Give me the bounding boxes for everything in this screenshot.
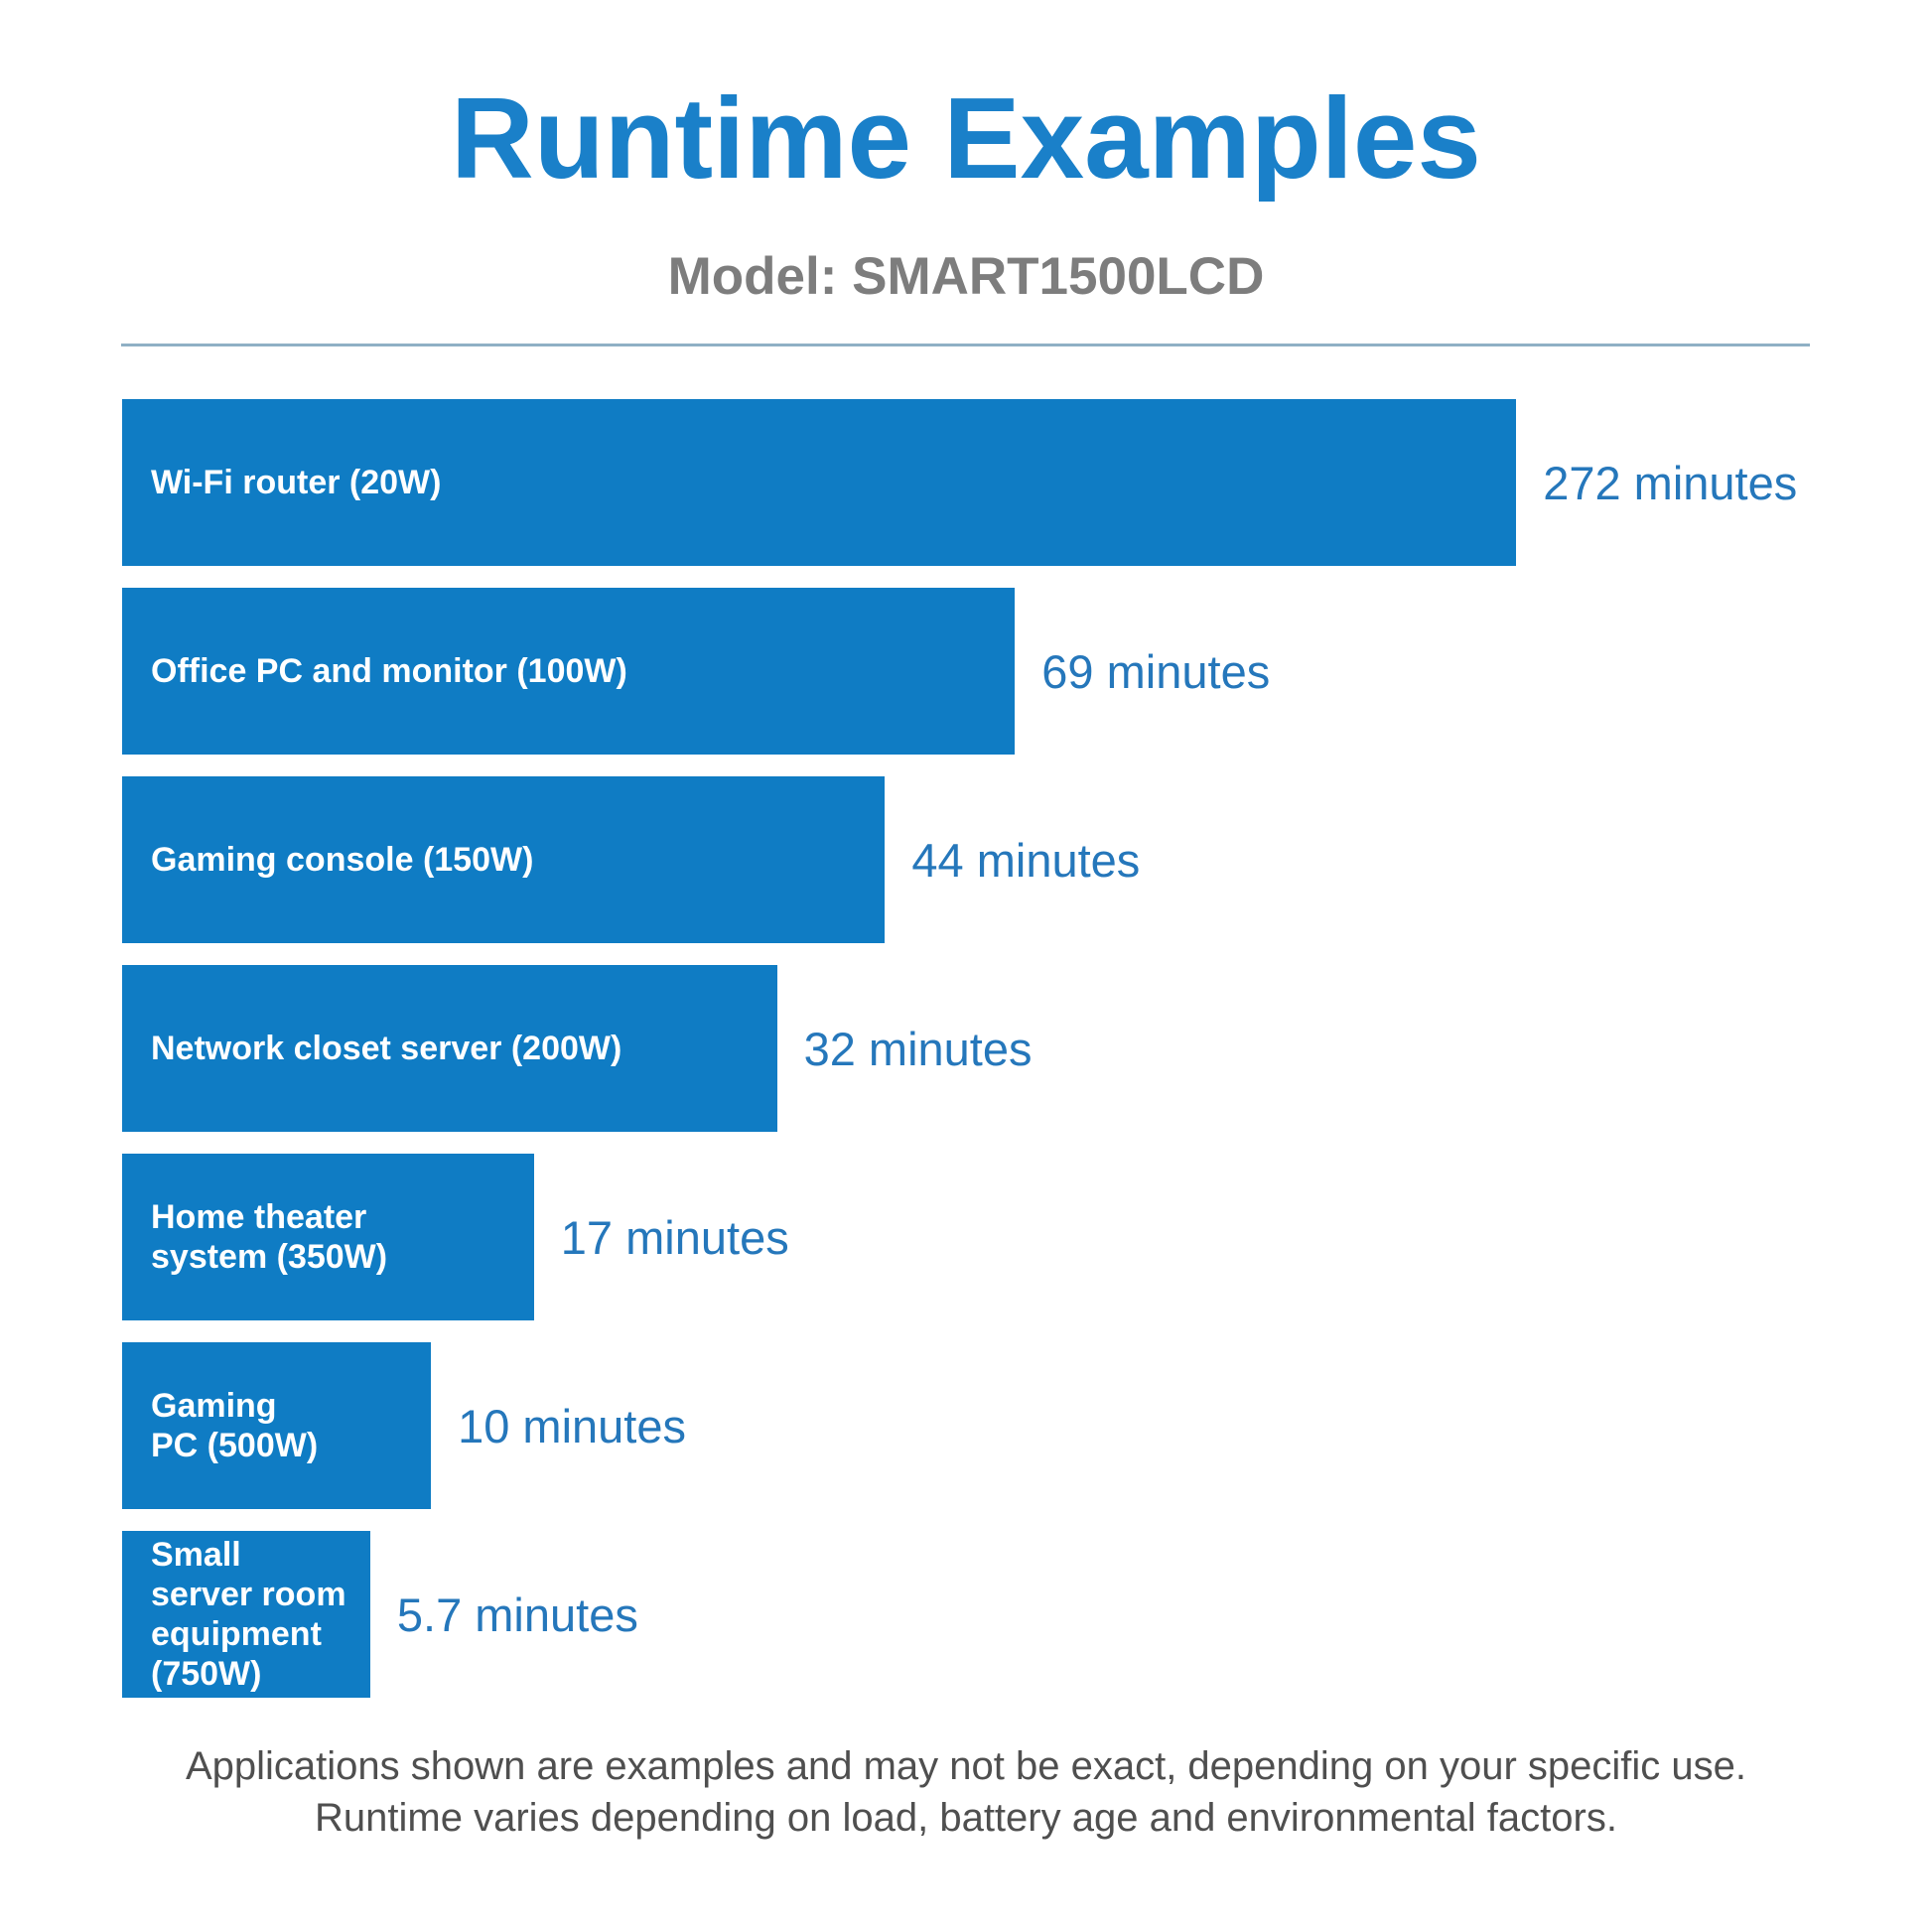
runtime-bar: Wi-Fi router (20W) (122, 399, 1517, 566)
chart-row: Home theater system (350W) 17 minutes (122, 1154, 1810, 1320)
runtime-value-label: 44 minutes (911, 833, 1141, 887)
divider (121, 344, 1810, 346)
chart-row: Wi-Fi router (20W) 272 minutes (122, 399, 1810, 566)
runtime-bar: Network closet server (200W) (122, 965, 777, 1132)
disclaimer-line-1: Applications shown are examples and may … (185, 1744, 1747, 1788)
bar-label: Office PC and monitor (100W) (151, 651, 627, 690)
disclaimer-line-2: Runtime varies depending on load, batter… (315, 1796, 1617, 1840)
bar-label: Small server room equipment (750W) (151, 1535, 346, 1694)
runtime-bar: Home theater system (350W) (122, 1154, 534, 1320)
chart-row: Small server room equipment (750W) 5.7 mi… (122, 1531, 1810, 1698)
bar-label: Network closet server (200W) (151, 1029, 622, 1067)
runtime-value-label: 69 minutes (1041, 644, 1271, 698)
chart-row: Gaming PC (500W) 10 minutes (122, 1342, 1810, 1509)
bar-label: Wi-Fi router (20W) (151, 463, 442, 501)
runtime-value-label: 10 minutes (458, 1399, 686, 1452)
chart-row: Gaming console (150W) 44 minutes (122, 776, 1810, 943)
runtime-bar: Gaming console (150W) (122, 776, 886, 943)
bar-label: Home theater system (350W) (151, 1197, 388, 1276)
runtime-bar: Office PC and monitor (100W) (122, 588, 1016, 755)
runtime-bar: Small server room equipment (750W) (122, 1531, 370, 1698)
runtime-value-label: 17 minutes (560, 1210, 789, 1264)
runtime-value-label: 32 minutes (803, 1022, 1033, 1075)
chart-row: Office PC and monitor (100W) 69 minutes (122, 588, 1810, 755)
disclaimer: Applications shown are examples and may … (0, 1740, 1932, 1844)
chart-row: Network closet server (200W) 32 minutes (122, 965, 1810, 1132)
page-title: Runtime Examples (451, 73, 1481, 203)
runtime-bar: Gaming PC (500W) (122, 1342, 432, 1509)
bar-label: Gaming PC (500W) (151, 1386, 319, 1464)
model-subtitle: Model: SMART1500LCD (667, 247, 1265, 306)
bar-label: Gaming console (150W) (151, 840, 534, 879)
runtime-value-label: 272 minutes (1543, 456, 1798, 509)
runtime-value-label: 5.7 minutes (396, 1587, 638, 1641)
